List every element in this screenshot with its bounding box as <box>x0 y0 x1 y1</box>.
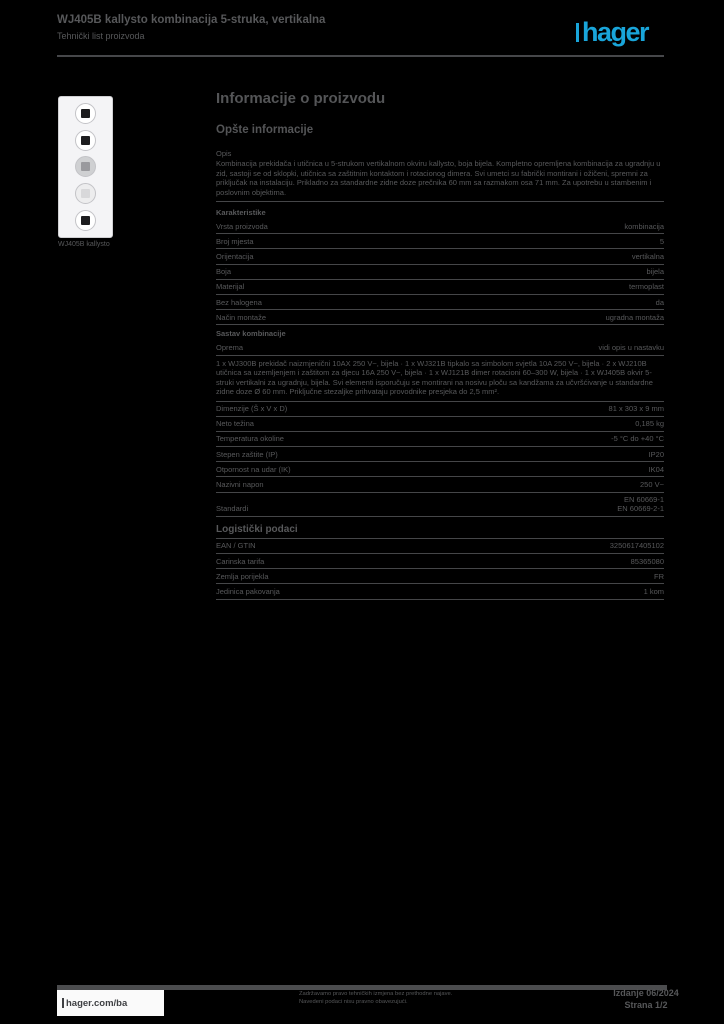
spec-row-value: 81 x 303 x 9 mm <box>608 404 664 414</box>
spec-row-label: Nazivni napon <box>216 480 264 490</box>
spec-row-value: kombinacija <box>624 221 664 231</box>
product-image-caption: WJ405B kallysto <box>58 241 110 248</box>
header-divider <box>57 55 664 57</box>
spec-row-value: vertikalna <box>631 251 664 261</box>
product-description: Kombinacija prekidača i utičnica u 5-str… <box>216 159 664 202</box>
spec-row: Boja bijela <box>216 265 664 280</box>
description-label: Opis <box>216 149 232 158</box>
product-image <box>58 96 113 238</box>
spec-row-value: bijela <box>646 267 664 277</box>
spec-section-heading: Logistički podaci <box>216 517 664 539</box>
spec-row: Temperatura okoline -5 °C do +40 °C <box>216 432 664 448</box>
spec-row-label: Zemlja porijekla <box>216 571 269 581</box>
spec-row-label: Carinska tarifa <box>216 556 265 566</box>
logo-text: hager <box>582 17 650 47</box>
spec-group-label: Karakteristike <box>216 208 266 217</box>
insert-square <box>81 135 90 145</box>
spec-row: EAN / GTIN 3250617405102 <box>216 539 664 554</box>
footer-divider <box>57 985 667 990</box>
spec-row-label: Broj mjesta <box>216 236 254 246</box>
insert-square <box>81 108 90 118</box>
spec-row-value: 1 kom <box>643 586 664 596</box>
spec-row-value: IK04 <box>648 464 664 474</box>
spec-row-label: Temperatura okoline <box>216 434 284 444</box>
spec-row-value: termoplast <box>628 282 664 292</box>
insert-square <box>81 162 90 172</box>
spec-row-label: Dimenzije (Š x V x D) <box>216 404 288 414</box>
socket-insert <box>75 183 96 205</box>
spec-row: Broj mjesta 5 <box>216 234 664 250</box>
spec-row: Materijal termoplast <box>216 280 664 295</box>
switch-insert <box>75 210 96 232</box>
spec-row-value: 3250617405102 <box>609 541 664 551</box>
footer-logo-mark-icon <box>62 998 64 1008</box>
spec-group-label: Sastav kombinacije <box>216 329 286 339</box>
spec-row-label: Materijal <box>216 282 245 292</box>
spec-row-label: Standardi <box>216 504 249 514</box>
logo-mark-icon <box>576 23 579 42</box>
spec-row: Bez halogena da <box>216 295 664 311</box>
spec-row-value: 5 <box>659 236 664 246</box>
footer-site-text: hager.com/ba <box>66 997 128 1009</box>
spec-row: Carinska tarifa 85365080 <box>216 554 664 570</box>
spec-row-label: Način montaže <box>216 312 267 322</box>
spec-row-value: 0,185 kg <box>635 419 664 429</box>
footer-meta: Izdanje 06/2024 Strana 1/2 <box>599 987 693 1011</box>
section-title-general: Opšte informacije <box>216 124 314 136</box>
spec-row-label: Neto težina <box>216 419 254 429</box>
spec-row: Otpornost na udar (IK) IK04 <box>216 462 664 478</box>
spec-row-value: EN 60669-1 EN 60669-2-1 <box>617 495 664 514</box>
spec-row-label: Orijentacija <box>216 251 254 261</box>
spec-row-label: EAN / GTIN <box>216 541 256 551</box>
spec-row: Stepen zaštite (IP) IP20 <box>216 447 664 463</box>
spec-row-value: vidi opis u nastavku <box>598 342 664 352</box>
spec-row-value: ugradna montaža <box>605 312 664 322</box>
page-title: Informacije o proizvodu <box>216 90 386 107</box>
spec-row: Neto težina 0,185 kg <box>216 417 664 432</box>
spec-row-label: Otpornost na udar (IK) <box>216 464 291 474</box>
footer-page-number: Strana 1/2 <box>624 1000 668 1010</box>
spec-row-value: -5 °C do +40 °C <box>611 434 664 444</box>
hager-logo: hager <box>576 17 650 47</box>
footer-issue: Izdanje 06/2024 <box>613 988 679 998</box>
spec-row: Dimenzije (Š x V x D) 81 x 303 x 9 mm <box>216 402 664 417</box>
spec-row-value: da <box>655 297 664 307</box>
spec-row: Nazivni napon 250 V~ <box>216 477 664 493</box>
spec-paragraph: 1 x WJ300B prekidač naizmjenični 10AX 25… <box>216 356 664 402</box>
spec-row: Zemlja porijekla FR <box>216 569 664 585</box>
insert-square <box>81 189 90 199</box>
spec-row-label: Vrsta proizvoda <box>216 221 268 231</box>
switch-insert <box>75 102 96 124</box>
spec-row-value: 85365080 <box>630 556 664 566</box>
footer-site-link[interactable]: hager.com/ba <box>57 990 164 1016</box>
spec-row: Standardi EN 60669-1 EN 60669-2-1 <box>216 493 664 517</box>
spec-row: Vrsta proizvoda kombinacija <box>216 219 664 235</box>
spec-row: Jedinica pakovanja 1 kom <box>216 584 664 600</box>
dimmer-insert <box>75 156 96 178</box>
spec-row: Orijentacija vertikalna <box>216 249 664 265</box>
spec-row-value: 250 V~ <box>640 480 664 490</box>
spec-table: Karakteristike Vrsta proizvoda kombinaci… <box>216 204 664 600</box>
product-title: WJ405B kallysto kombinacija 5-struka, ve… <box>57 14 326 26</box>
insert-square <box>81 216 90 226</box>
spec-row-label: Bez halogena <box>216 297 262 307</box>
spec-row-value: FR <box>654 571 664 581</box>
spec-row-label: Oprema <box>216 342 244 352</box>
switch-insert <box>75 129 96 151</box>
footer-disclaimer-line2: Navedeni podaci nisu pravno obavezujući. <box>299 998 408 1005</box>
spec-row-value: IP20 <box>648 449 664 459</box>
footer-disclaimer: Zadržavamo pravo tehničkih izmjena bez p… <box>299 991 484 1006</box>
spec-row: Način montaže ugradna montaža <box>216 310 664 326</box>
spec-row-label: Boja <box>216 267 232 277</box>
spec-row-label: Stepen zaštite (IP) <box>216 449 278 459</box>
footer-disclaimer-line1: Zadržavamo pravo tehničkih izmjena bez p… <box>299 991 453 997</box>
header: WJ405B kallysto kombinacija 5-struka, ve… <box>57 13 457 41</box>
product-subtitle: Tehnički list proizvoda <box>57 31 145 41</box>
spec-row: Oprema vidi opis u nastavku <box>216 340 664 356</box>
spec-row-label: Jedinica pakovanja <box>216 586 280 596</box>
